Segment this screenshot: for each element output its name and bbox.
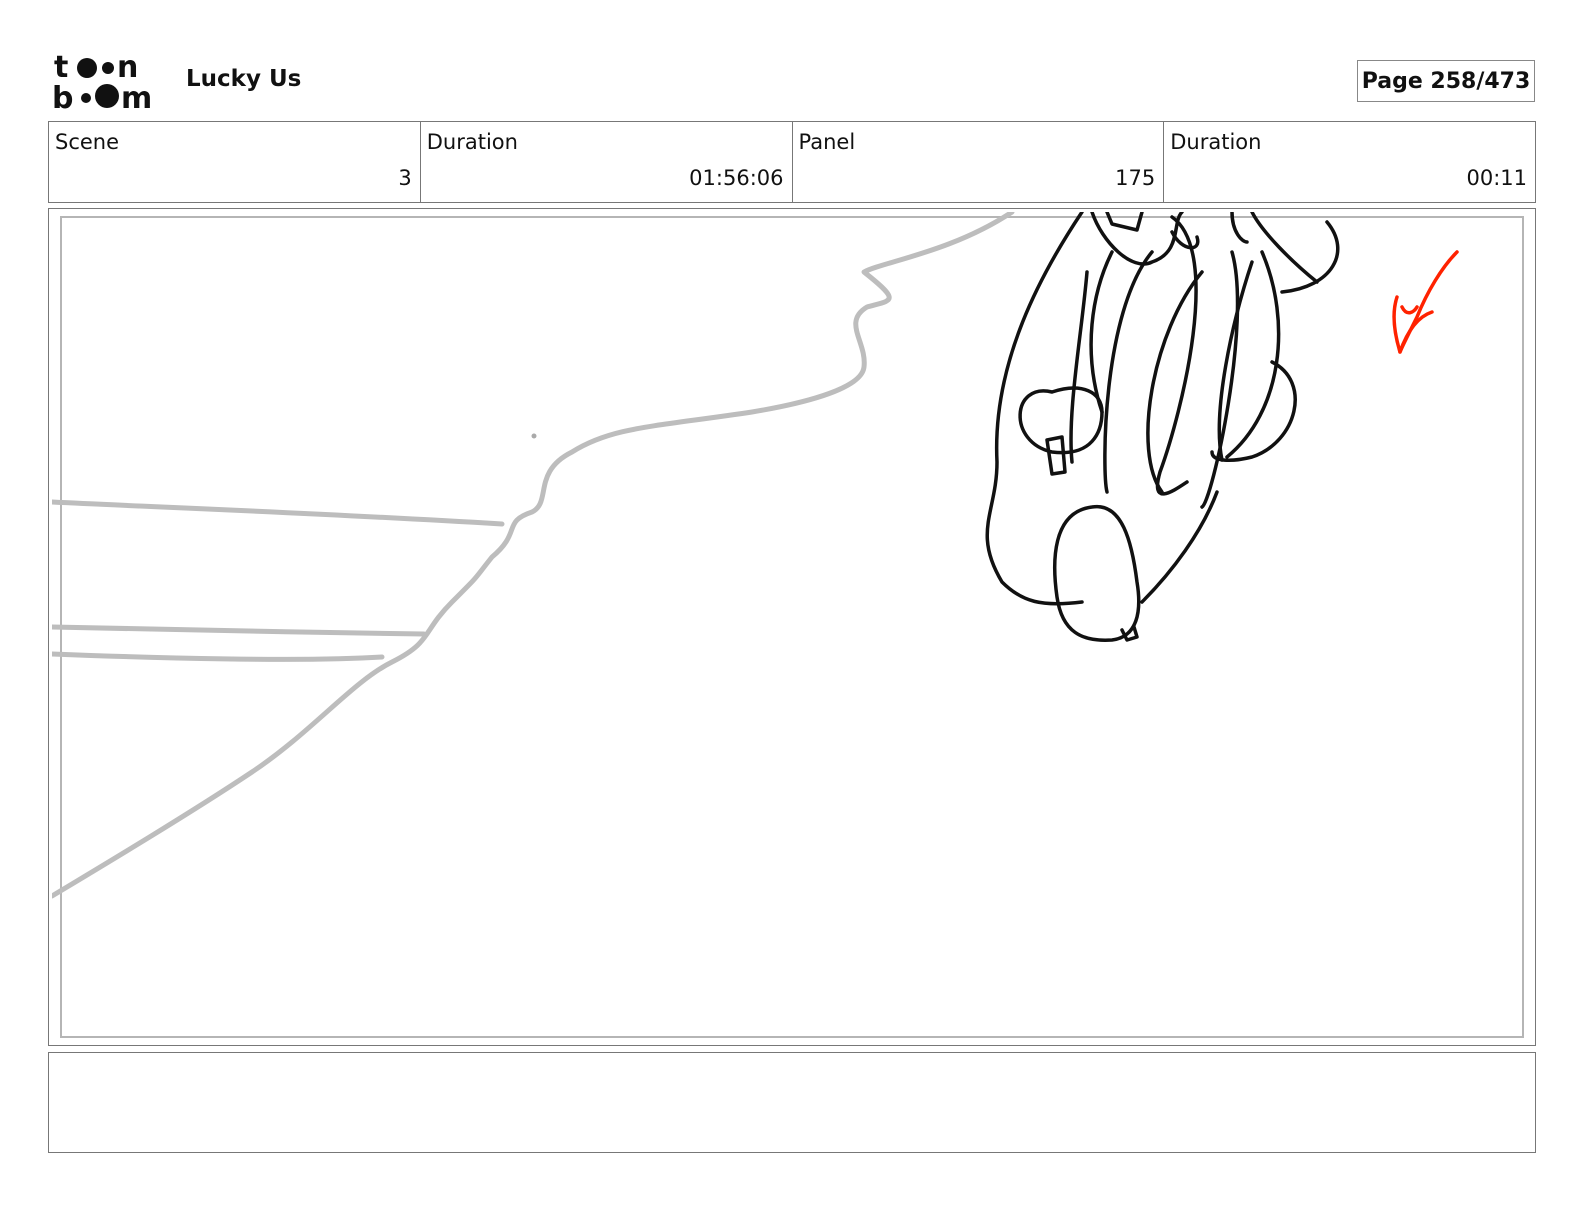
panel-duration-cell: Duration 00:11 — [1164, 122, 1535, 202]
scene-label: Scene — [55, 130, 120, 154]
scene-value: 3 — [398, 166, 412, 190]
svg-text:n: n — [117, 50, 138, 85]
svg-text:b: b — [52, 81, 73, 112]
background-sketch — [52, 212, 1015, 899]
direction-arrow-annotation — [1392, 250, 1459, 354]
panel-cell: Panel 175 — [793, 122, 1165, 202]
panel-value: 175 — [1115, 166, 1156, 190]
panel-duration-label: Duration — [1170, 130, 1262, 154]
svg-text:m: m — [121, 81, 152, 112]
panel-label: Panel — [798, 130, 856, 154]
scene-cell: Scene 3 — [49, 122, 421, 202]
scene-duration-label: Duration — [426, 130, 518, 154]
svg-text:t: t — [54, 50, 68, 85]
storyboard-sketch — [52, 212, 1459, 899]
scene-duration-cell: Duration 01:56:06 — [421, 122, 793, 202]
panel-notes-box — [48, 1052, 1536, 1153]
character-sketch — [985, 212, 1340, 642]
panel-info-table: Scene 3 Duration 01:56:06 Panel 175 Dura… — [48, 121, 1536, 203]
toonboom-logo: t n b m — [52, 50, 152, 112]
panel-duration-value: 00:11 — [1466, 166, 1527, 190]
scene-duration-value: 01:56:06 — [689, 166, 784, 190]
panel-frame — [48, 208, 1536, 1046]
page-counter: Page 258/473 — [1357, 60, 1535, 102]
project-title: Lucky Us — [186, 66, 302, 92]
